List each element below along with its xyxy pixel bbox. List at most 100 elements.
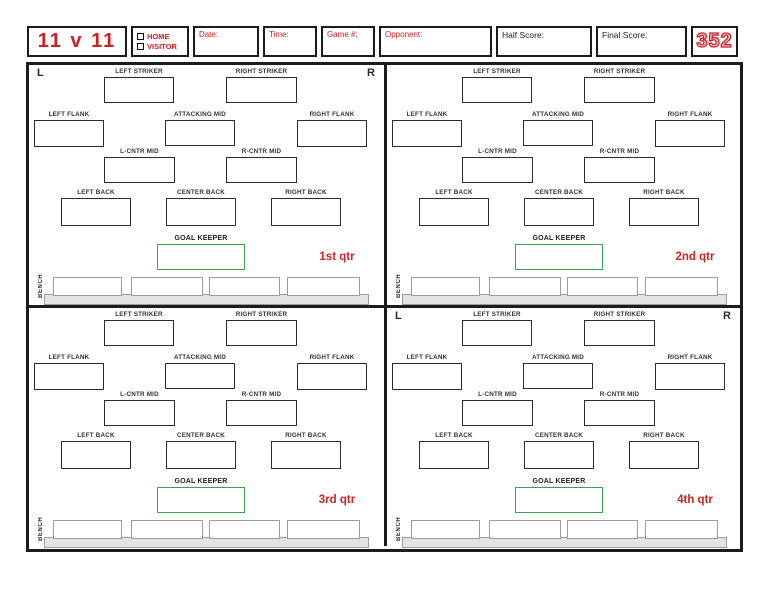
position-slot-right-flank: RIGHT FLANK — [267, 111, 397, 148]
player-name-box[interactable] — [462, 400, 533, 427]
bench-slot[interactable] — [411, 520, 480, 539]
player-name-box[interactable] — [584, 320, 655, 347]
player-name-box[interactable] — [392, 120, 462, 148]
half-score-field[interactable]: Half Score: — [496, 26, 592, 57]
header-bar: 11 v 11 HOME VISITOR Date: Time: Game #:… — [27, 26, 738, 57]
bench-slot[interactable] — [131, 277, 203, 296]
bench-slot[interactable] — [287, 520, 360, 539]
player-name-box[interactable] — [226, 400, 297, 427]
player-name-box[interactable] — [297, 363, 367, 391]
home-row: HOME — [137, 31, 187, 41]
player-name-box[interactable] — [462, 157, 533, 184]
home-checkbox[interactable] — [137, 32, 144, 40]
player-name-box[interactable] — [61, 198, 131, 227]
position-slot-right-flank: RIGHT FLANK — [625, 354, 755, 391]
position-slot-goal-keeper: GOAL KEEPER — [485, 235, 633, 270]
final-score-field[interactable]: Final Score: — [596, 26, 687, 57]
position-label: LEFT FLANK — [406, 354, 448, 361]
player-name-box[interactable] — [226, 157, 297, 184]
player-name-box[interactable] — [157, 487, 245, 513]
player-name-box[interactable] — [166, 198, 236, 227]
player-name-box[interactable] — [104, 77, 174, 104]
player-name-box[interactable] — [165, 363, 235, 390]
bench-slot[interactable] — [209, 520, 280, 539]
left-side-marker: L — [37, 67, 44, 79]
player-name-box[interactable] — [523, 120, 593, 147]
player-name-box[interactable] — [523, 363, 593, 390]
player-name-box[interactable] — [629, 441, 699, 470]
bench-slot[interactable] — [489, 520, 561, 539]
player-name-box[interactable] — [524, 441, 594, 470]
player-name-box[interactable] — [34, 363, 104, 391]
player-name-box[interactable] — [629, 198, 699, 227]
player-name-box[interactable] — [419, 441, 489, 470]
player-name-box[interactable] — [655, 120, 725, 148]
player-name-box[interactable] — [655, 363, 725, 391]
bench-slot[interactable] — [209, 277, 280, 296]
player-name-box[interactable] — [104, 400, 175, 427]
bench-slot[interactable] — [53, 277, 122, 296]
position-slot-left-striker: LEFT STRIKER — [74, 68, 204, 104]
position-slot-left-back: LEFT BACK — [389, 432, 519, 470]
player-name-box[interactable] — [34, 120, 104, 148]
position-slot-l-cntr-mid: L-CNTR MID — [74, 148, 205, 184]
game-number-field[interactable]: Game #: — [321, 26, 375, 57]
position-label: CENTER BACK — [534, 189, 584, 196]
position-slot-l-cntr-mid: L-CNTR MID — [432, 148, 563, 184]
player-name-box[interactable] — [166, 441, 236, 470]
bench-slot[interactable] — [411, 277, 480, 296]
player-name-box[interactable] — [165, 120, 235, 147]
bench-slot[interactable] — [287, 277, 360, 296]
bench-slot[interactable] — [489, 277, 561, 296]
position-label: RIGHT STRIKER — [235, 311, 288, 318]
bench-slot[interactable] — [567, 277, 638, 296]
player-name-box[interactable] — [271, 198, 341, 227]
position-slot-l-cntr-mid: L-CNTR MID — [74, 391, 205, 427]
bench-slot[interactable] — [645, 520, 718, 539]
position-label: CENTER BACK — [534, 432, 584, 439]
player-name-box[interactable] — [104, 157, 175, 184]
player-name-box[interactable] — [419, 198, 489, 227]
opponent-label: Opponent: — [385, 30, 423, 39]
position-slot-right-striker: RIGHT STRIKER — [554, 68, 685, 104]
position-label: RIGHT STRIKER — [593, 311, 646, 318]
bench-bar — [44, 537, 369, 548]
home-label: HOME — [147, 31, 170, 41]
player-name-box[interactable] — [584, 157, 655, 184]
position-slot-left-flank: LEFT FLANK — [4, 111, 134, 148]
player-name-box[interactable] — [61, 441, 131, 470]
player-name-box[interactable] — [226, 320, 297, 347]
player-name-box[interactable] — [392, 363, 462, 391]
visitor-checkbox[interactable] — [137, 43, 144, 51]
player-name-box[interactable] — [462, 320, 532, 347]
position-slot-goal-keeper: GOAL KEEPER — [485, 478, 633, 513]
time-field[interactable]: Time: — [263, 26, 317, 57]
player-name-box[interactable] — [584, 77, 655, 104]
position-label: L-CNTR MID — [478, 391, 517, 398]
position-slot-attacking-mid: ATTACKING MID — [493, 354, 623, 390]
date-field[interactable]: Date: — [193, 26, 259, 57]
player-name-box[interactable] — [104, 320, 174, 347]
player-name-box[interactable] — [271, 441, 341, 470]
player-name-box[interactable] — [226, 77, 297, 104]
half-score-label: Half Score: — [502, 30, 545, 40]
opponent-field[interactable]: Opponent: — [379, 26, 492, 57]
game-number-label: Game #: — [327, 30, 358, 39]
bench-slot[interactable] — [567, 520, 638, 539]
position-slot-right-flank: RIGHT FLANK — [267, 354, 397, 391]
bench-slot[interactable] — [131, 520, 203, 539]
player-name-box[interactable] — [524, 198, 594, 227]
player-name-box[interactable] — [584, 400, 655, 427]
player-name-box[interactable] — [515, 487, 603, 513]
position-label: L-CNTR MID — [478, 148, 517, 155]
player-name-box[interactable] — [157, 244, 245, 270]
player-name-box[interactable] — [462, 77, 532, 104]
bench-slot[interactable] — [53, 520, 122, 539]
quarter-label: 1st qtr — [319, 251, 355, 263]
date-label: Date: — [199, 30, 219, 39]
player-name-box[interactable] — [515, 244, 603, 270]
bench-slot[interactable] — [645, 277, 718, 296]
position-slot-right-back: RIGHT BACK — [599, 432, 729, 470]
player-name-box[interactable] — [297, 120, 367, 148]
